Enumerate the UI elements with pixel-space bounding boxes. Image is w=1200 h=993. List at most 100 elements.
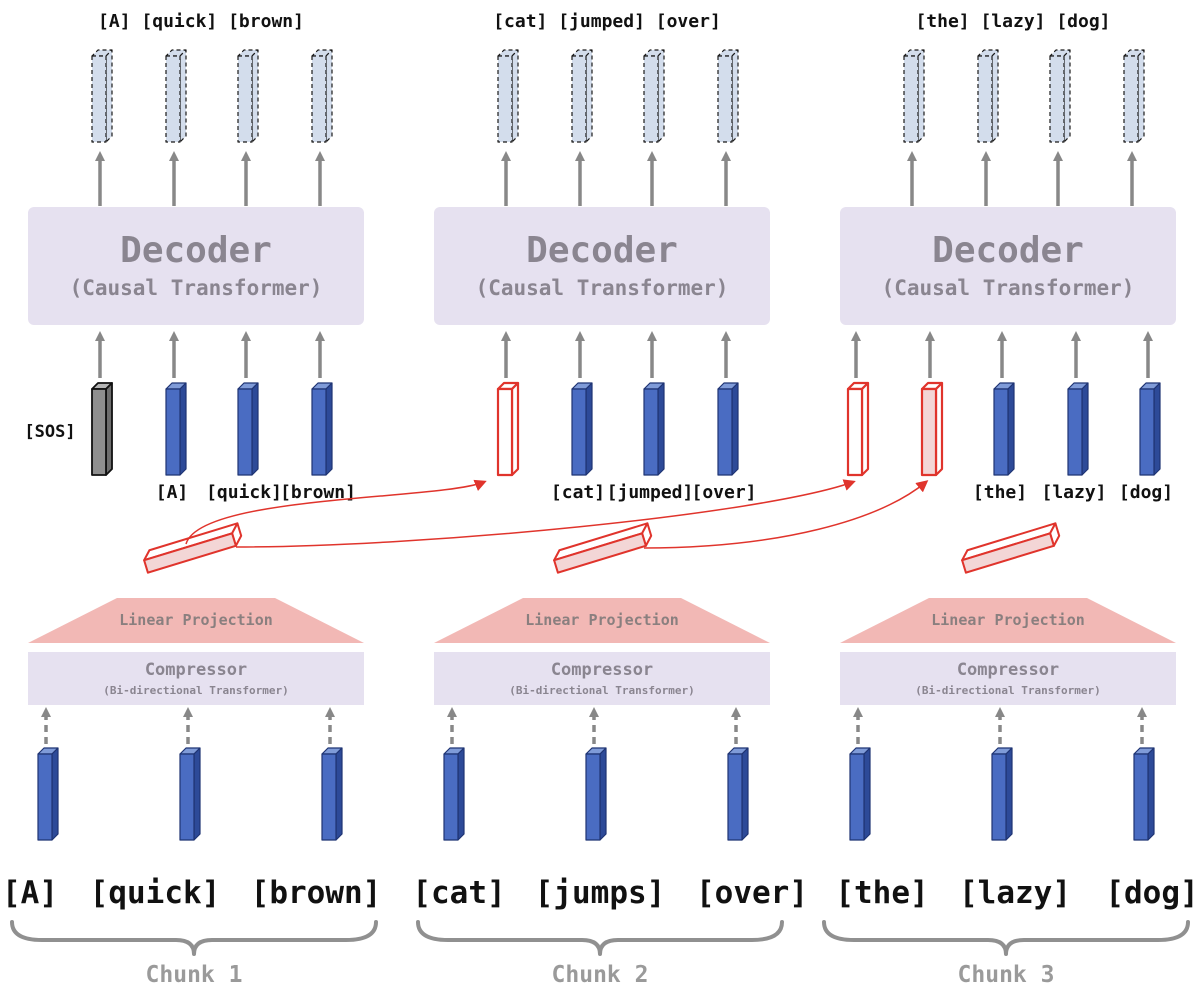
chunk-brace <box>416 920 784 956</box>
compressor-input-token <box>585 747 607 841</box>
prism-front <box>993 388 1009 476</box>
decoder-title: Decoder <box>932 230 1084 271</box>
prism-front <box>846 387 864 477</box>
decoder-input-token <box>1067 382 1089 476</box>
decoder-panel <box>28 207 364 325</box>
prism-front <box>849 753 865 841</box>
prism-side <box>325 49 333 143</box>
decoder-subtitle: (Causal Transformer) <box>882 276 1135 300</box>
compressor-input-token <box>1133 747 1155 841</box>
prism-side <box>1005 747 1013 841</box>
prism-front <box>585 753 601 841</box>
chunk-brace <box>822 920 1190 956</box>
compressor-panel <box>840 652 1176 705</box>
decoder-subtitle: (Causal Transformer) <box>476 276 729 300</box>
input-word: [lazy] <box>959 875 1071 911</box>
decoder-input-label: [over] <box>691 482 756 503</box>
prism-front <box>643 388 659 476</box>
prism-side <box>1137 49 1145 143</box>
prism-side <box>335 747 343 841</box>
output-token <box>643 49 665 143</box>
prism-front <box>91 55 107 143</box>
decoder-title: Decoder <box>526 230 678 271</box>
linear-projection-label: Linear Projection <box>931 611 1085 629</box>
output-token <box>497 49 519 143</box>
chunk-brace <box>10 920 378 956</box>
output-token-labels: [the] [lazy] [dog] <box>915 11 1110 32</box>
prism-front <box>311 55 327 143</box>
labels-layer: Decoder (Causal Transformer) [A] [quick] [… <box>2 11 1199 988</box>
output-token <box>571 49 593 143</box>
prism-front <box>321 753 337 841</box>
prism-front <box>496 387 514 477</box>
linear-projection <box>434 598 770 643</box>
decoder-input-token <box>91 382 113 476</box>
linear-projection <box>28 598 364 643</box>
compressor-subtitle: (Bi-directional Transformer) <box>103 684 288 697</box>
prism-front <box>165 55 181 143</box>
prism-side <box>1063 49 1071 143</box>
output-token <box>717 49 739 143</box>
decoder-input-token <box>643 382 665 476</box>
prism-side <box>599 747 607 841</box>
input-word: [A] <box>2 875 58 911</box>
compressor-input-token <box>37 747 59 841</box>
input-word: [quick] <box>90 875 221 911</box>
compressor-title: Compressor <box>551 660 653 680</box>
decoder-input-label: [the] <box>973 482 1027 503</box>
prism-side <box>1153 382 1161 476</box>
arrows-layer <box>41 151 1153 744</box>
prism-side <box>731 49 739 143</box>
linear-projection-label: Linear Projection <box>525 611 679 629</box>
input-word: [jumps] <box>535 875 666 911</box>
decoder-input-label: [cat] <box>551 482 605 503</box>
prism-side <box>193 747 201 841</box>
prism-side <box>991 49 999 143</box>
prism-front <box>1139 388 1155 476</box>
link-chunk2-to-decoder3 <box>643 480 929 549</box>
compressor-input-token <box>443 747 465 841</box>
prism-side <box>179 382 187 476</box>
compressor-input-token <box>727 747 749 841</box>
decoder-input-token <box>571 382 593 476</box>
output-token <box>311 49 333 143</box>
prism-front <box>179 753 195 841</box>
decoder-input-label: [quick] <box>206 482 282 503</box>
chunk-label: Chunk 2 <box>552 962 649 988</box>
output-token <box>165 49 187 143</box>
prism-side <box>1007 382 1015 476</box>
link-chunk1-to-decoder2 <box>185 479 487 545</box>
decoder-input-token <box>1139 382 1161 476</box>
prism-side <box>325 382 333 476</box>
prism-front <box>443 753 459 841</box>
decoder-input-token <box>311 382 333 476</box>
input-word: [dog] <box>1105 875 1198 911</box>
prism-side <box>731 382 739 476</box>
compressed-front <box>961 532 1055 574</box>
prism-front <box>237 55 253 143</box>
decoder-input-token <box>496 381 520 477</box>
output-token <box>903 49 925 143</box>
prism-front <box>37 753 53 841</box>
compressor-panel <box>28 652 364 705</box>
tokens-layer <box>37 49 1161 841</box>
output-token <box>91 49 113 143</box>
prism-side <box>251 382 259 476</box>
link-chunk1-to-decoder3 <box>235 479 856 548</box>
panels-layer <box>10 207 1190 956</box>
decoder-input-token <box>717 382 739 476</box>
prism-front <box>977 55 993 143</box>
output-token <box>1049 49 1071 143</box>
prism-side <box>657 49 665 143</box>
prism-front <box>727 753 743 841</box>
prism-side <box>917 49 925 143</box>
prism-side <box>1147 747 1155 841</box>
output-token-labels: [A] [quick] [brown] <box>98 11 304 32</box>
prism-front <box>571 55 587 143</box>
prism-front <box>571 388 587 476</box>
prism-front <box>920 387 938 477</box>
output-token <box>1123 49 1145 143</box>
prism-front <box>1049 55 1065 143</box>
output-token <box>237 49 259 143</box>
